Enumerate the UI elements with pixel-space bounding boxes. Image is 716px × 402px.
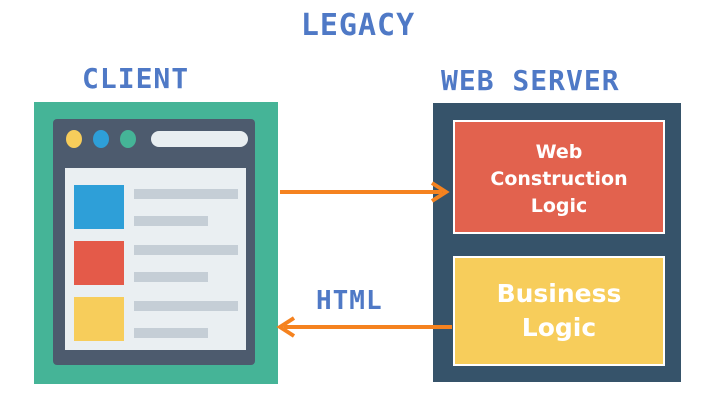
diagram-title: LEGACY — [300, 8, 416, 43]
content-block-yellow — [74, 297, 124, 341]
window-dot-yellow — [66, 130, 82, 148]
response-arrow — [276, 316, 452, 338]
address-bar — [151, 131, 248, 147]
text-line — [134, 301, 238, 311]
client-label: CLIENT — [82, 62, 190, 95]
web-construction-logic-box: Web Construction Logic — [453, 120, 665, 234]
text-line — [134, 245, 238, 255]
text-line — [134, 189, 238, 199]
request-arrow — [280, 181, 450, 203]
window-dot-blue — [93, 130, 109, 148]
window-dot-green — [120, 130, 136, 148]
text-line — [134, 328, 208, 338]
content-block-blue — [74, 185, 124, 229]
web-server-label: WEB SERVER — [441, 64, 620, 97]
business-logic-text: Business Logic — [496, 279, 622, 342]
content-block-red — [74, 241, 124, 285]
html-response-label: HTML — [316, 286, 383, 316]
web-construction-logic-text: Web Construction Logic — [490, 140, 628, 217]
text-line — [134, 272, 208, 282]
text-line — [134, 216, 208, 226]
business-logic-box: Business Logic — [453, 256, 665, 366]
